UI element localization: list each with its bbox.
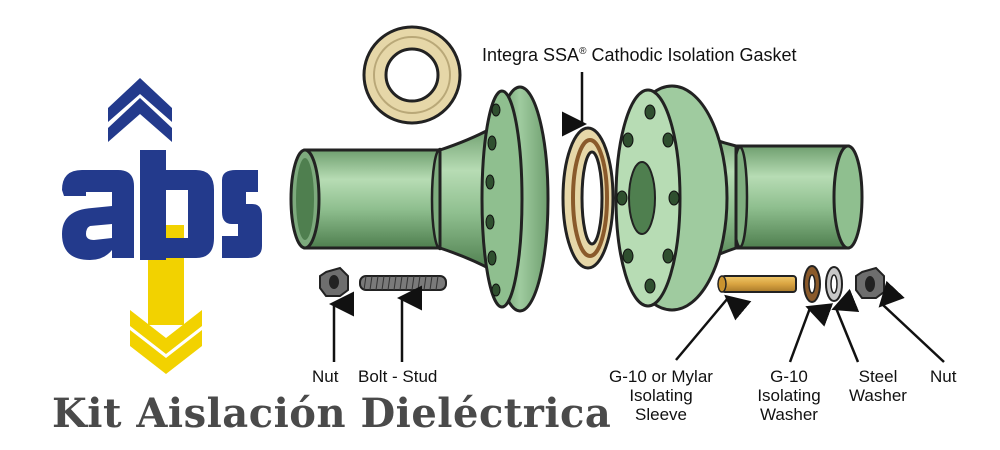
label-g10-washer: G-10 Isolating Washer <box>744 367 834 424</box>
aps-logo <box>62 78 262 374</box>
gasket-label: Integra SSA® Cathodic Isolation Gasket <box>482 42 797 65</box>
steel-washer <box>825 266 843 302</box>
left-pipe-flange <box>289 85 550 313</box>
cathodic-isolation-gasket <box>561 126 615 270</box>
label-g10-line3: Washer <box>760 405 818 424</box>
logo-blue-chevrons <box>108 78 172 142</box>
label-nut-right: Nut <box>930 367 957 386</box>
label-bolt-stud: Bolt - Stud <box>358 367 438 386</box>
right-pipe-flange <box>614 84 864 312</box>
gasket-top-view <box>362 25 462 125</box>
arrow-steel-washer <box>831 288 860 363</box>
label-g10-line1: G-10 <box>770 367 808 386</box>
label-steel-line1: Steel <box>858 367 898 386</box>
arrow-g10-washer <box>788 303 834 363</box>
label-steel-line2: Washer <box>849 386 907 405</box>
page-title: Kit Aislación Dieléctrica <box>52 390 612 437</box>
bolt-stud <box>359 275 447 291</box>
label-sleeve-line2: Isolating <box>629 386 693 405</box>
label-steel-washer: Steel Washer <box>838 367 918 405</box>
g10-isolating-washer <box>803 265 821 303</box>
label-nut-left: Nut <box>312 367 339 386</box>
isolating-sleeve <box>717 275 797 293</box>
nut-right <box>855 266 885 299</box>
label-g10-line2: Isolating <box>757 386 821 405</box>
label-sleeve: G-10 or Mylar Isolating Sleeve <box>594 367 728 424</box>
arrow-sleeve <box>675 294 752 361</box>
label-sleeve-line1: G-10 or Mylar <box>609 367 713 386</box>
gasket-label-name: Integra SSA <box>482 45 580 65</box>
registered-mark: ® <box>579 46 587 57</box>
callout-arrows <box>329 72 945 363</box>
nut-left <box>319 266 349 297</box>
arrow-nut-right <box>878 280 945 363</box>
gasket-label-rest: Cathodic Isolation Gasket <box>586 45 797 65</box>
label-sleeve-line3: Sleeve <box>635 405 687 424</box>
logo-letters <box>62 150 262 260</box>
